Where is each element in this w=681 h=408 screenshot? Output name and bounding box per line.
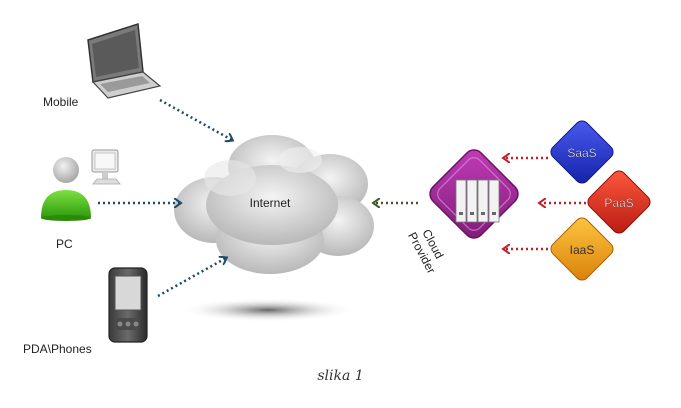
mobile-to-internet-arrow [159, 98, 232, 140]
pc-label: PC [56, 237, 73, 251]
pda-to-internet-arrow [157, 258, 226, 298]
server-rack-icon [455, 179, 500, 223]
laptop-icon [87, 23, 162, 99]
mobile-label: Mobile [43, 95, 79, 109]
internet-label: Internet [250, 196, 291, 210]
iaas-label: IaaS [570, 243, 595, 257]
saas-label: SaaS [567, 146, 596, 160]
cloud-provider-icon [429, 149, 519, 239]
pc-user-icon [41, 157, 91, 221]
internet-cloud-icon [174, 135, 374, 322]
iaas-diamond: IaaS [550, 217, 614, 281]
pda-phone-icon [108, 267, 148, 343]
paas-label: PaaS [604, 196, 633, 210]
desktop-monitor-icon [91, 149, 121, 185]
pda-phones-label: PDA\Phones [23, 342, 92, 356]
paas-diamond: PaaS [587, 170, 651, 234]
figure-caption: slika 1 [317, 368, 364, 384]
saas-diamond: SaaS [550, 120, 614, 184]
